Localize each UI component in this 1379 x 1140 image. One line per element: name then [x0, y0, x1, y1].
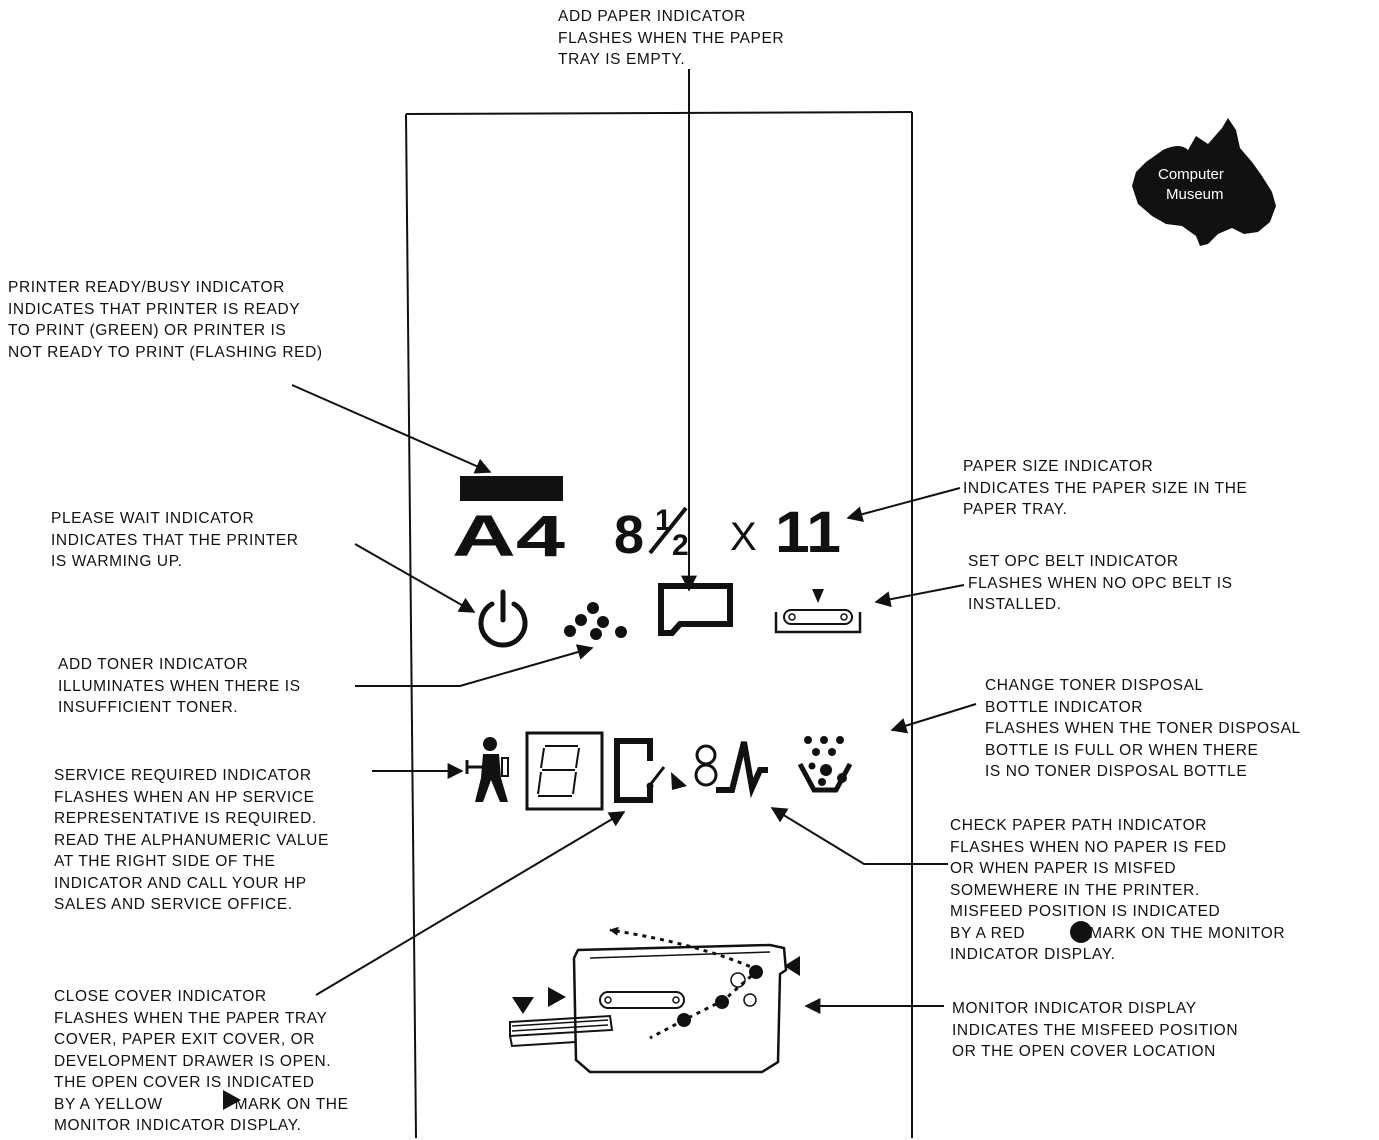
caption-line: MONITOR INDICATOR DISPLAY — [952, 998, 1238, 1020]
paper-size-a4: A4 — [452, 504, 565, 569]
caption-text: MARK ON THE — [235, 1096, 349, 1113]
caption-ready-busy: PRINTER READY/BUSY INDICATOR INDICATES T… — [8, 277, 323, 363]
caption-line: BY A RED MARK ON THE MONITOR — [950, 923, 1285, 945]
caption-line: SERVICE REQUIRED INDICATOR — [54, 765, 329, 787]
toner-disposal-icon — [800, 736, 850, 790]
computer-museum-logo: Computer Museum — [1132, 118, 1276, 246]
caption-line: COVER, PAPER EXIT COVER, OR — [54, 1029, 349, 1051]
paper-size-eleven: 11 — [775, 500, 841, 565]
caption-text: BY A RED — [950, 925, 1025, 942]
caption-line: BOTTLE IS FULL OR WHEN THERE — [985, 740, 1301, 762]
caption-line: CHECK PAPER PATH INDICATOR — [950, 815, 1285, 837]
paper-size-x: X — [730, 515, 757, 559]
caption-line: SOMEWHERE IN THE PRINTER. — [950, 880, 1285, 902]
caption-line: FLASHES WHEN THE PAPER TRAY — [54, 1008, 349, 1030]
caption-line: CHANGE TONER DISPOSAL — [985, 675, 1301, 697]
caption-add-paper: ADD PAPER INDICATOR FLASHES WHEN THE PAP… — [558, 6, 784, 71]
misfeed-zigzag-icon — [716, 742, 768, 790]
caption-line: INSTALLED. — [968, 594, 1233, 616]
caption-line: IS WARMING UP. — [51, 551, 299, 573]
caption-add-toner: ADD TONER INDICATOR ILLUMINATES WHEN THE… — [58, 654, 301, 719]
caption-line: TRAY IS EMPTY. — [558, 49, 784, 71]
caption-text: MARK ON THE MONITOR — [1089, 925, 1285, 942]
caption-line: ADD PAPER INDICATOR — [558, 6, 784, 28]
misfeed-position-dots — [677, 965, 763, 1027]
caption-line: READ THE ALPHANUMERIC VALUE — [54, 830, 329, 852]
half-denominator: 2 — [672, 529, 689, 562]
power-icon — [481, 592, 525, 645]
seven-segment-display — [527, 733, 602, 809]
caption-line: INDICATES THAT THE PRINTER — [51, 530, 299, 552]
caption-line: SET OPC BELT INDICATOR — [968, 551, 1233, 573]
caption-text: BY A YELLOW — [54, 1096, 163, 1113]
paper-path-icon — [696, 746, 716, 785]
caption-toner-disposal: CHANGE TONER DISPOSAL BOTTLE INDICATOR F… — [985, 675, 1301, 783]
caption-line: INDICATES THE MISFEED POSITION — [952, 1020, 1238, 1042]
caption-line: NOT READY TO PRINT (FLASHING RED) — [8, 342, 323, 364]
caption-line: OR WHEN PAPER IS MISFED — [950, 858, 1285, 880]
caption-line: REPRESENTATIVE IS REQUIRED. — [54, 808, 329, 830]
paper-tray-icon — [661, 586, 730, 633]
caption-line: MISFEED POSITION IS INDICATED — [950, 901, 1285, 923]
ready-busy-bar — [460, 476, 563, 501]
opc-belt-icon — [776, 589, 860, 632]
caption-line: INDICATOR AND CALL YOUR HP — [54, 873, 329, 895]
caption-line: BOTTLE INDICATOR — [985, 697, 1301, 719]
caption-line: INDICATOR DISPLAY. — [950, 944, 1285, 966]
caption-line: PAPER SIZE INDICATOR — [963, 456, 1247, 478]
caption-monitor-display: MONITOR INDICATOR DISPLAY INDICATES THE … — [952, 998, 1238, 1063]
logo-text-line1: Computer — [1158, 166, 1224, 183]
caption-paper-size: PAPER SIZE INDICATOR INDICATES THE PAPER… — [963, 456, 1247, 521]
caption-line: DEVELOPMENT DRAWER IS OPEN. — [54, 1051, 349, 1073]
caption-line: INDICATES THE PAPER SIZE IN THE — [963, 478, 1247, 500]
caption-line: BY A YELLOW MARK ON THE — [54, 1094, 349, 1116]
caption-line: INDICATES THAT PRINTER IS READY — [8, 299, 323, 321]
caption-opc-belt: SET OPC BELT INDICATOR FLASHES WHEN NO O… — [968, 551, 1233, 616]
caption-line: ADD TONER INDICATOR — [58, 654, 301, 676]
caption-line: FLASHES WHEN THE TONER DISPOSAL — [985, 718, 1301, 740]
caption-line: PRINTER READY/BUSY INDICATOR — [8, 277, 323, 299]
caption-line: INSUFFICIENT TONER. — [58, 697, 301, 719]
caption-line: FLASHES WHEN AN HP SERVICE — [54, 787, 329, 809]
caption-please-wait: PLEASE WAIT INDICATOR INDICATES THAT THE… — [51, 508, 299, 573]
caption-line: PAPER TRAY. — [963, 499, 1247, 521]
caption-line: THE OPEN COVER IS INDICATED — [54, 1072, 349, 1094]
caption-line: FLASHES WHEN THE PAPER — [558, 28, 784, 50]
caption-service-required: SERVICE REQUIRED INDICATOR FLASHES WHEN … — [54, 765, 329, 916]
caption-line: SALES AND SERVICE OFFICE. — [54, 894, 329, 916]
caption-line: CLOSE COVER INDICATOR — [54, 986, 349, 1008]
caption-paper-path: CHECK PAPER PATH INDICATOR FLASHES WHEN … — [950, 815, 1285, 966]
open-cover-icon — [617, 741, 687, 800]
caption-line: MONITOR INDICATOR DISPLAY. — [54, 1115, 349, 1137]
caption-line: FLASHES WHEN NO OPC BELT IS — [968, 573, 1233, 595]
caption-line: TO PRINT (GREEN) OR PRINTER IS — [8, 320, 323, 342]
caption-line: AT THE RIGHT SIDE OF THE — [54, 851, 329, 873]
caption-line: ILLUMINATES WHEN THERE IS — [58, 676, 301, 698]
open-cover-markers — [512, 956, 800, 1014]
toner-dots-icon — [564, 602, 627, 640]
paper-size-eight: 8 — [614, 505, 644, 565]
caption-close-cover: CLOSE COVER INDICATOR FLASHES WHEN THE P… — [54, 986, 349, 1137]
caption-line: FLASHES WHEN NO PAPER IS FED — [950, 837, 1285, 859]
service-person-icon — [466, 737, 508, 802]
logo-text-line2: Museum — [1166, 186, 1224, 203]
caption-line: PLEASE WAIT INDICATOR — [51, 508, 299, 530]
caption-line: IS NO TONER DISPOSAL BOTTLE — [985, 761, 1301, 783]
caption-line: OR THE OPEN COVER LOCATION — [952, 1041, 1238, 1063]
